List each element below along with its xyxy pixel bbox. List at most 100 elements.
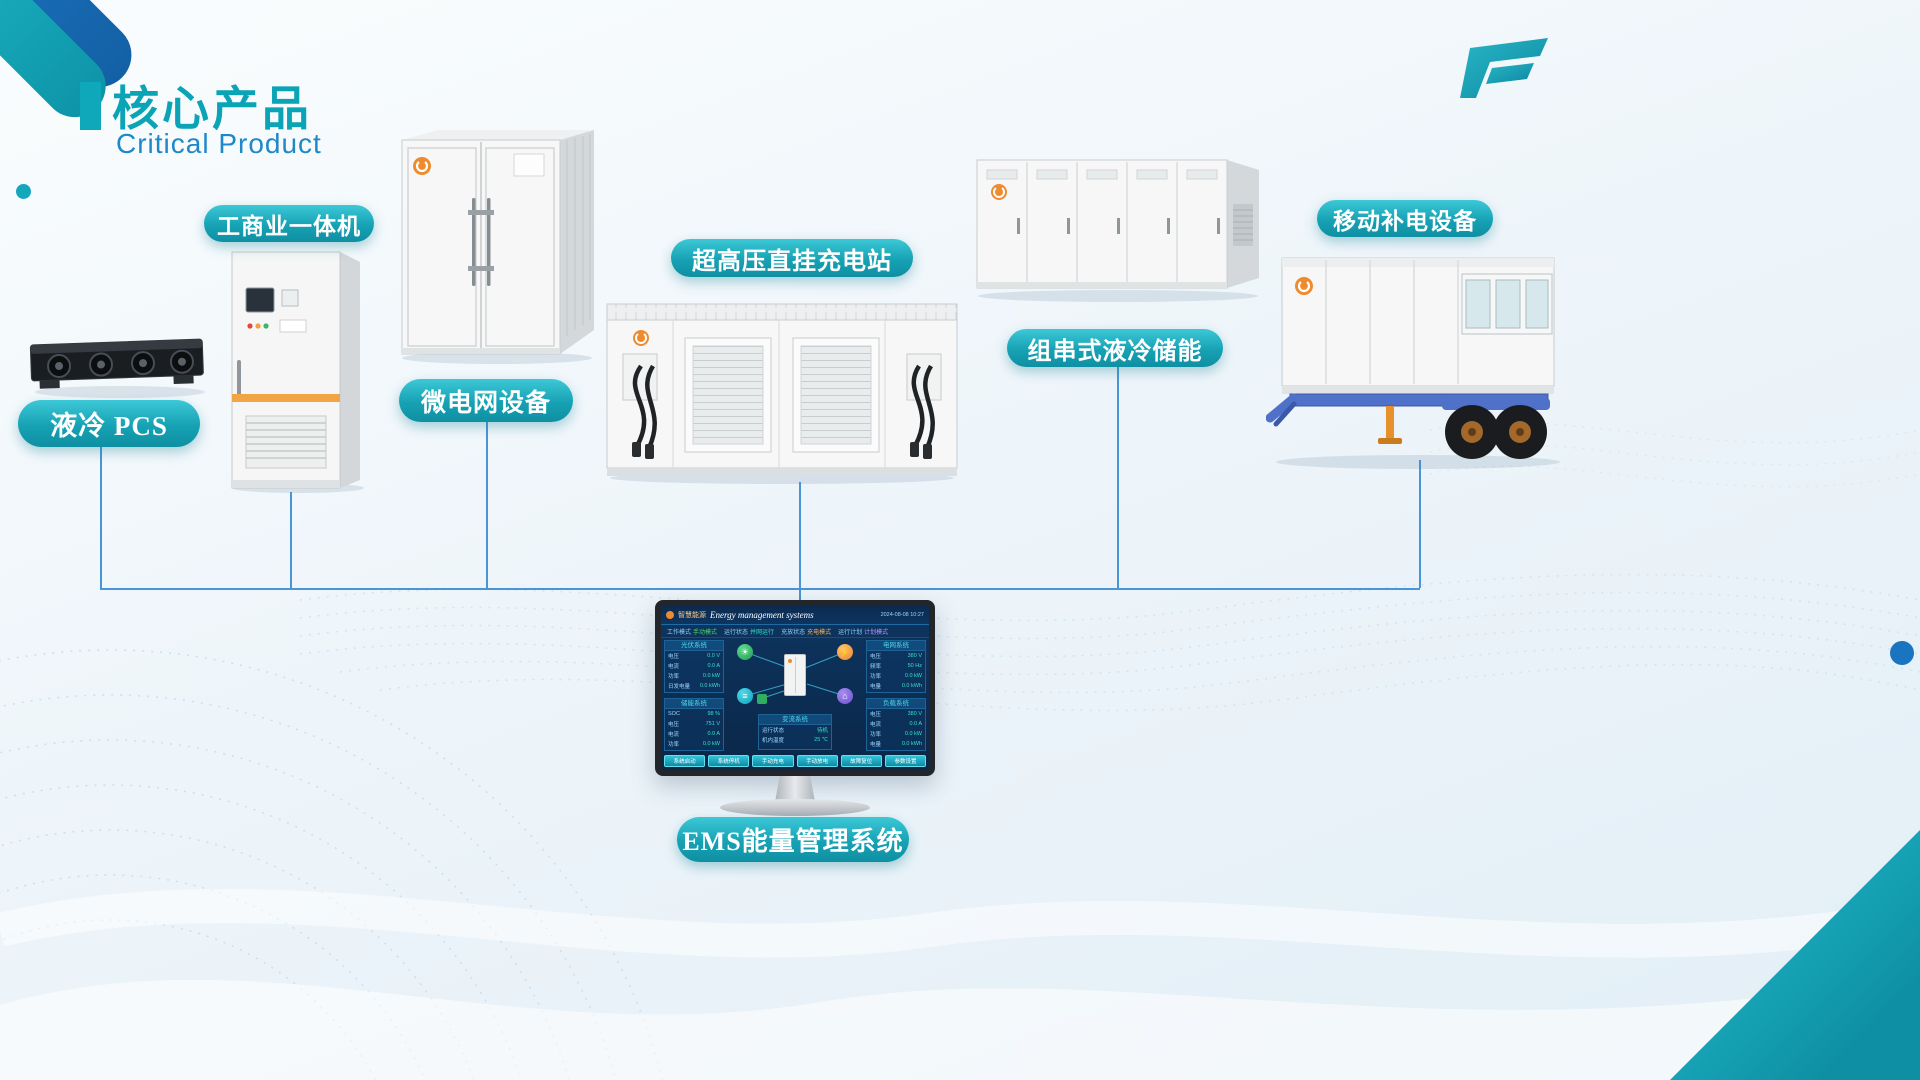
panel-row: 日发电量 0.0 kWh — [665, 681, 723, 691]
ems-flow-diagram: ☀ ⚡ ≡ ⌂ — [727, 640, 863, 710]
mobile-power-trailer-image — [1266, 257, 1560, 469]
row-value: 380 V — [907, 653, 922, 659]
connector-line-charging-station — [799, 482, 801, 588]
status-label: 充放状态 — [781, 629, 806, 636]
row-value: 0.0 A — [707, 663, 720, 669]
status-value: 充电模式 — [807, 629, 832, 636]
product-label-all-in-one: 工商业一体机 — [204, 205, 374, 242]
product-label-pcs: 液冷 PCS — [18, 400, 200, 447]
microgrid-container-image — [401, 130, 594, 364]
ems-button-reset[interactable]: 故障复位 — [840, 755, 882, 767]
row-label: 机内温度 — [762, 738, 785, 744]
row-value: 0.0 V — [707, 653, 720, 659]
status-label: 运行计划 — [838, 629, 863, 636]
ems-button-bar: 系统启动 系统停机 手动充电 手动放电 故障复位 参数设置 — [664, 755, 927, 767]
ems-header: 智慧能源 Energy management systems 2024-08-0… — [661, 606, 929, 625]
page-subtitle: Critical Product — [116, 128, 322, 159]
row-value: 0.0 kWh — [901, 741, 922, 747]
row-label: 电量 — [870, 684, 882, 690]
ems-button-start[interactable]: 系统启动 — [664, 755, 706, 767]
monitor-stand-base — [720, 799, 870, 816]
product-label-charging-station: 超高压直挂充电站 — [671, 239, 913, 277]
panel-title: 光伏系统 — [665, 641, 723, 651]
row-label: 电流 — [870, 722, 882, 728]
product-label-ems: EMS能量管理系统 — [677, 817, 909, 862]
row-value: 0.0 kW — [702, 673, 720, 679]
ems-button-discharge[interactable]: 手动放电 — [796, 755, 838, 767]
monitor-screen: 智慧能源 Energy management systems 2024-08-0… — [655, 600, 935, 776]
status-value: 并网运行 — [750, 629, 775, 636]
row-label: 电压 — [668, 722, 680, 728]
product-label-mobile-power: 移动补电设备 — [1317, 200, 1493, 237]
panel-title: 变流系统 — [759, 715, 831, 725]
pv-node-icon: ☀ — [737, 644, 753, 660]
connector-line-microgrid — [486, 422, 488, 588]
row-label: 功率 — [870, 732, 882, 738]
ems-button-charge[interactable]: 手动充电 — [752, 755, 794, 767]
panel-row: 功率 0.0 kW — [665, 739, 723, 749]
converter-node — [757, 694, 767, 704]
battery-node-icon: ≡ — [737, 688, 753, 704]
connector-line-horizontal — [100, 588, 1420, 590]
connector-line-mobile-power — [1419, 460, 1421, 588]
panel-title: 电网系统 — [867, 641, 925, 651]
row-label: 电压 — [870, 712, 882, 718]
ems-status-bar: 工作模式 手动模式 运行状态 并网运行 充放状态 充电模式 运行计划 计划模式 — [661, 625, 929, 638]
ems-screen-title: Energy management systems — [710, 610, 814, 620]
panel-row: 电压 380 V — [867, 709, 925, 719]
ems-datetime: 2024-08-08 10:27 — [880, 612, 924, 618]
row-label: SOC — [668, 711, 680, 717]
row-label: 功率 — [870, 674, 882, 680]
product-label-string-storage: 组串式液冷储能 — [1007, 329, 1223, 367]
row-label: 频率 — [870, 664, 882, 670]
row-label: 功率 — [668, 674, 680, 680]
ems-status-item: 运行状态 并网运行 — [724, 627, 774, 636]
load-node-icon: ⌂ — [837, 688, 853, 704]
panel-row: 运行状态待机 — [759, 725, 831, 735]
panel-row: 功率 0.0 kW — [665, 671, 723, 681]
monitor-stand-neck — [775, 776, 815, 802]
connector-line-ems — [799, 590, 801, 606]
string-storage-container-image — [976, 159, 1259, 302]
row-label: 功率 — [668, 742, 680, 748]
row-value: 待机 — [816, 728, 828, 734]
status-label: 工作模式 — [667, 629, 692, 636]
ems-button-settings[interactable]: 参数设置 — [884, 755, 927, 767]
row-value: 0.0 kWh — [699, 683, 720, 689]
cabinet-seam — [795, 657, 796, 693]
panel-title: 负载系统 — [867, 699, 925, 709]
liquid-cooled-pcs-image — [29, 338, 205, 398]
row-value: 380 V — [907, 711, 922, 717]
ems-brand-name: 智慧能源 — [678, 612, 706, 619]
ems-monitor: 智慧能源 Energy management systems 2024-08-0… — [655, 600, 935, 816]
all-in-one-cabinet-image — [231, 251, 364, 493]
ems-brand-logo-icon — [666, 611, 674, 619]
row-value: 0.0 kW — [904, 673, 922, 679]
ems-button-stop[interactable]: 系统停机 — [708, 755, 750, 767]
page-title: 核心产品 — [112, 82, 312, 135]
product-label-microgrid: 微电网设备 — [399, 379, 573, 422]
panel-title: 储能系统 — [665, 699, 723, 709]
ems-status-item: 运行计划 计划模式 — [838, 627, 888, 636]
ems-status-item: 充放状态 充电模式 — [781, 627, 831, 636]
row-value: 0.0 kW — [702, 741, 720, 747]
row-label: 日发电量 — [668, 684, 691, 690]
pcs-cabinet-graphic — [784, 654, 806, 696]
cabinet-logo-dot — [788, 659, 792, 663]
